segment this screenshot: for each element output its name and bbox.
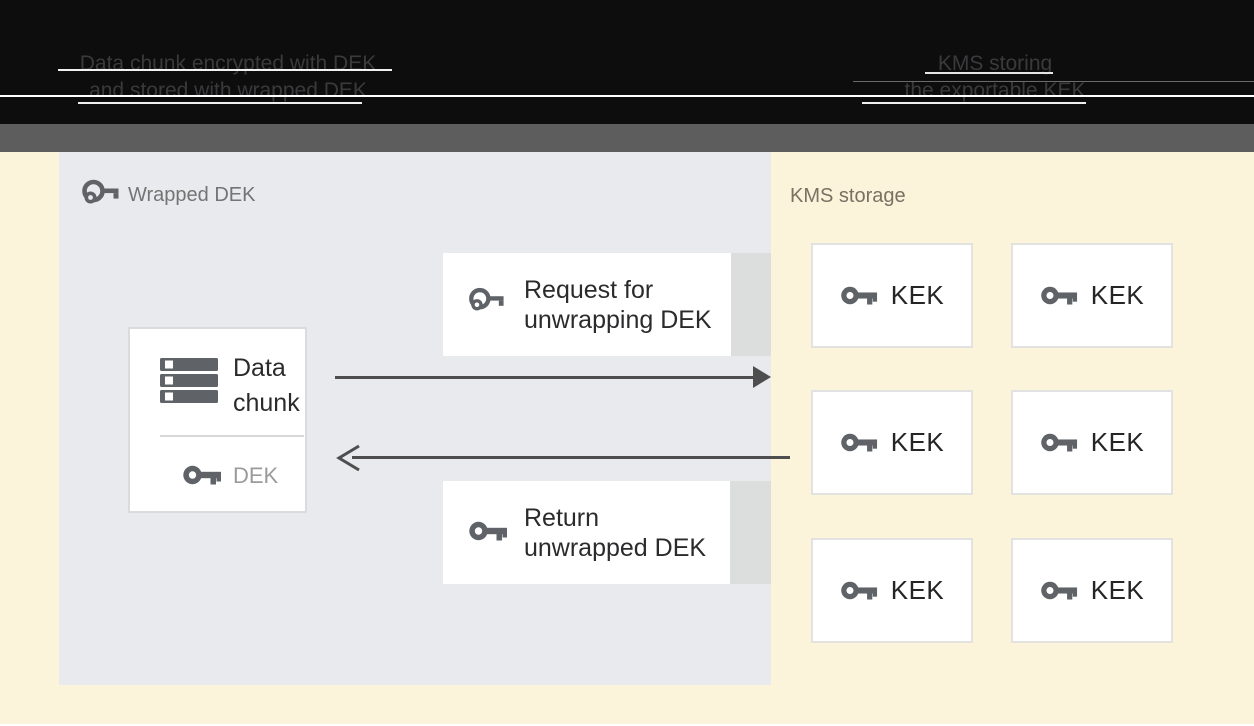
wrapped-key-icon [80,178,120,208]
arrow-left-icon [333,442,363,479]
kek-box: KEK [1011,243,1173,348]
kek-label: KEK [1090,280,1145,310]
kek-box: KEK [1011,390,1173,495]
arrow-right-icon [753,366,771,388]
arrow-left-line [352,456,790,459]
artifact-line [853,81,1254,82]
right-caption-line1: KMS storing [937,52,1053,75]
key-icon [840,284,878,307]
request-box-line2: unwrapping DEK [524,306,712,334]
kek-box: KEK [811,538,973,643]
return-box: Return unwrapped DEK [443,481,730,584]
return-box-label: Return unwrapped DEK [524,503,706,563]
return-box-line2: unwrapped DEK [524,534,707,562]
kek-label: KEK [1090,427,1145,457]
artifact-line [862,102,1086,104]
left-caption-line2: and stored with wrapped DEK [89,79,367,102]
key-icon [840,579,878,602]
request-box-tail [731,253,771,356]
arrow-right-line [335,376,755,379]
data-chunk-label-line1: Data [233,354,286,382]
data-chunk-label: Data chunk [233,351,300,421]
dek-label: DEK [233,463,279,488]
return-box-tail [730,481,771,584]
data-chunk-icon [160,358,218,403]
request-box-label: Request for unwrapping DEK [524,275,712,335]
key-icon [1040,284,1078,307]
wrapped-key-icon [467,286,505,315]
artifact-line [58,69,392,71]
kek-box: KEK [811,243,973,348]
artifact-line [0,95,1254,97]
request-box-line1: Request for [524,276,654,304]
artifact-line [78,102,362,104]
left-caption-line1: Data chunk encrypted with DEK [79,52,377,75]
kek-label: KEK [890,280,945,310]
data-chunk-label-line2: chunk [233,389,300,417]
key-icon [1040,431,1078,454]
kek-box: KEK [811,390,973,495]
return-box-line1: Return [524,504,600,532]
artifact-line [925,72,1053,74]
kek-label: KEK [890,427,945,457]
key-icon [182,463,222,487]
request-box: Request for unwrapping DEK [443,253,731,356]
key-icon [840,431,878,454]
data-chunk-box: Data chunk DEK [128,327,307,513]
kek-label: KEK [1090,575,1145,605]
kek-box: KEK [1011,538,1173,643]
dark-header: Data chunk encrypted with DEK and stored… [0,0,1254,124]
kek-label: KEK [890,575,945,605]
gray-band [0,124,1254,152]
key-icon [468,519,508,543]
divider [160,435,304,437]
wrapped-dek-title: Wrapped DEK [128,184,256,206]
key-icon [1040,579,1078,602]
kms-storage-title: KMS storage [790,185,906,207]
